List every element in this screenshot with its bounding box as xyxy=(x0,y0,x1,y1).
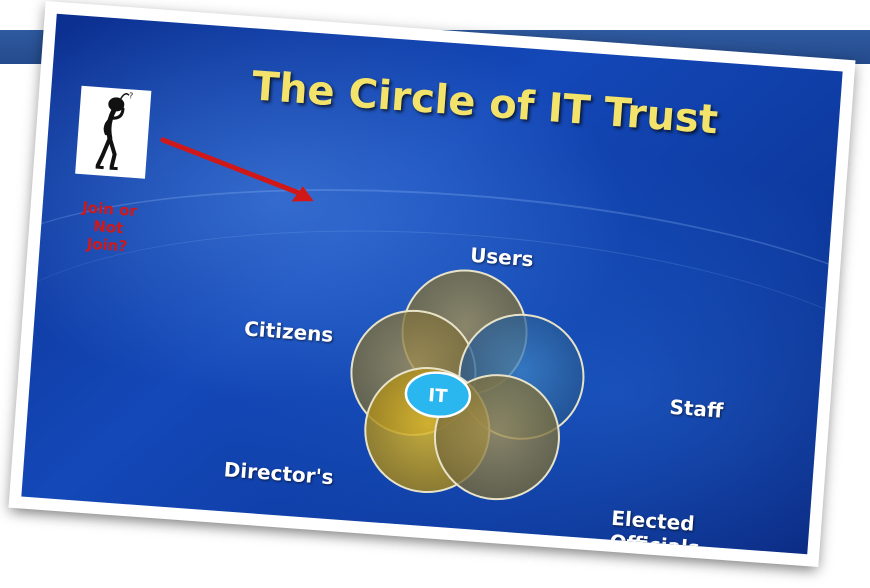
slide-photo-frame: The Circle of IT Trust ? Join or Not Joi… xyxy=(8,0,856,568)
slide-canvas: The Circle of IT Trust ? Join or Not Joi… xyxy=(21,13,843,555)
svg-text:?: ? xyxy=(129,91,134,100)
trust-venn-diagram: IT xyxy=(350,269,585,501)
thinker-figure-icon: ? xyxy=(75,85,152,179)
red-arrow-icon xyxy=(160,137,314,202)
label-elected-officials: Elected Officials xyxy=(609,506,703,554)
join-prompt: Join or Not Join? xyxy=(61,197,155,257)
slide-title: The Circle of IT Trust xyxy=(250,63,720,144)
it-center-label: IT xyxy=(428,385,449,407)
it-center-ellipse xyxy=(404,371,472,419)
label-staff: Staff xyxy=(668,394,725,423)
